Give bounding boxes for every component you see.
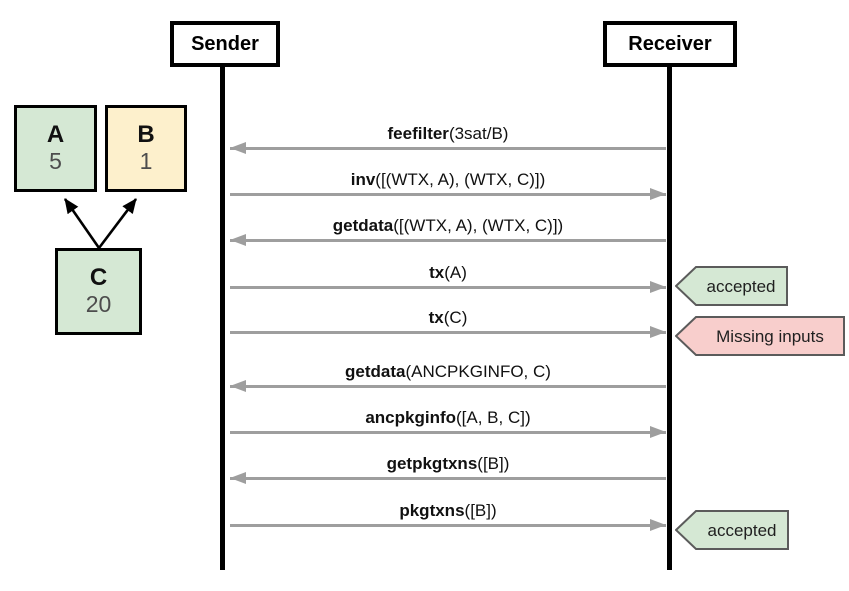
graph-node-b: B 1 (105, 105, 187, 192)
lifeline-sender (220, 67, 225, 570)
message-getdata-wtx: getdata([(WTX, A), (WTX, C)]) (230, 215, 666, 246)
arrow-right (230, 426, 666, 438)
message-getdata-wtx-label: getdata([(WTX, A), (WTX, C)]) (332, 216, 564, 235)
arrow-right (230, 326, 666, 338)
participant-sender: Sender (170, 21, 280, 67)
message-getpkgtxns: getpkgtxns([B]) (230, 453, 666, 484)
node-b-value: 1 (139, 148, 153, 175)
message-getpkgtxns-label: getpkgtxns([B]) (386, 454, 510, 473)
message-tx-c: tx(C) (230, 307, 666, 338)
arrow-left (230, 380, 666, 392)
participant-receiver: Receiver (603, 21, 737, 67)
message-ancpkginfo-label: ancpkginfo([A, B, C]) (365, 408, 531, 427)
arrow-left (230, 234, 666, 246)
node-c-label: C (89, 264, 108, 292)
arrow-right (230, 519, 666, 531)
graph-edges (63, 198, 138, 249)
message-tx-a-label: tx(A) (429, 263, 467, 282)
message-pkgtxns: pkgtxns([B]) (230, 500, 666, 531)
arrow-right (230, 281, 666, 293)
node-a-label: A (46, 121, 65, 149)
node-b-label: B (137, 121, 155, 149)
arrow-left (230, 142, 666, 154)
message-tx-c-label: tx(C) (428, 308, 468, 327)
edge-c-to-b (97, 198, 138, 249)
message-inv: inv([(WTX, A), (WTX, C)]) (230, 169, 666, 200)
message-feefilter-label: feefilter(3sat/B) (387, 124, 509, 143)
message-inv-label: inv([(WTX, A), (WTX, C)]) (350, 170, 546, 189)
message-pkgtxns-label: pkgtxns([B]) (399, 501, 497, 520)
graph-node-a: A 5 (14, 105, 97, 192)
message-getdata-ancpkginfo: getdata(ANCPKGINFO, C) (230, 361, 666, 392)
graph-node-c: C 20 (55, 248, 142, 335)
node-c-value: 20 (85, 291, 112, 318)
annotation-badge-accepted-pkgtxns: accepted (675, 510, 789, 550)
message-getdata-ancpkginfo-label: getdata(ANCPKGINFO, C) (345, 362, 551, 381)
annotation-badge-accepted-tx-a: accepted (675, 266, 788, 306)
svg-text:accepted: accepted (707, 277, 776, 296)
arrow-right (230, 188, 666, 200)
node-a-value: 5 (49, 148, 62, 175)
svg-text:Missing inputs: Missing inputs (716, 327, 824, 346)
annotation-badge-missing-inputs: Missing inputs (675, 316, 845, 356)
message-tx-a: tx(A) (230, 262, 666, 293)
message-ancpkginfo: ancpkginfo([A, B, C]) (230, 407, 666, 438)
arrow-left (230, 472, 666, 484)
edge-c-to-a (63, 198, 101, 249)
message-feefilter: feefilter(3sat/B) (230, 123, 666, 154)
svg-text:accepted: accepted (708, 521, 777, 540)
lifeline-receiver (667, 67, 672, 570)
